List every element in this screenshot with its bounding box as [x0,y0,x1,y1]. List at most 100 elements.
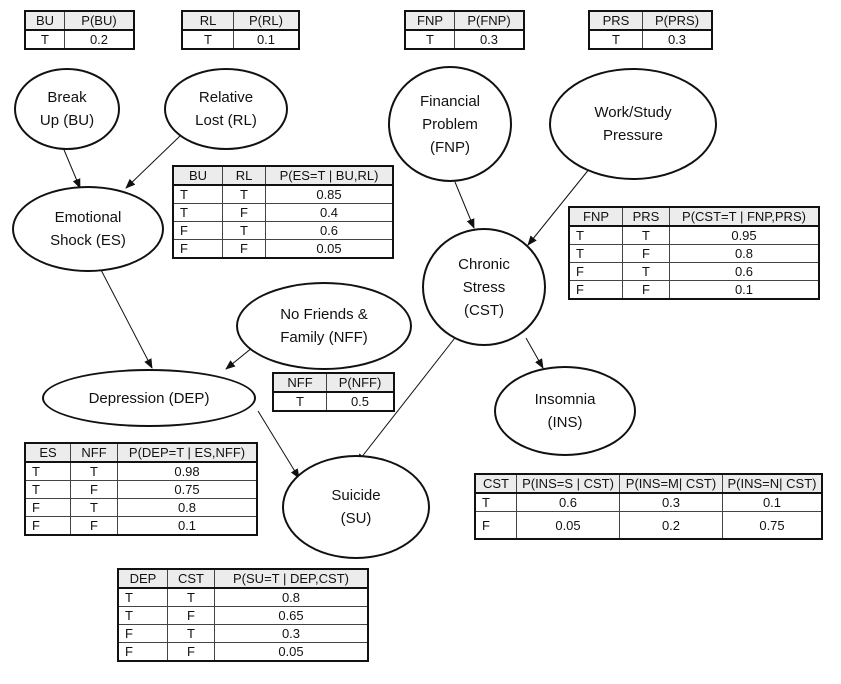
cpt-cell: 0.5 [326,391,395,412]
node-insomnia-label: Insomnia (INS) [534,391,596,431]
node-financial-problem: Financial Problem (FNP) [388,66,512,182]
node-relative-lost: Relative Lost (RL) [164,68,288,150]
cpt-header: P(SU=T | DEP,CST) [214,568,369,589]
cpt-cell: F [167,606,215,625]
cpt-cell: F [172,239,223,259]
node-insomnia: Insomnia (INS) [494,366,636,456]
cpt-cell: T [622,262,670,281]
edge-cst-su [356,333,459,464]
node-no-friends-family-label: No Friends & Family (NFF) [280,306,368,346]
cpt-cell: 0.6 [516,492,620,512]
node-relative-lost-label: Relative Lost (RL) [195,89,257,129]
cpt-cell: T [24,480,71,499]
cpt-cell: 0.05 [516,511,620,540]
cpt-cell: 0.8 [117,498,258,517]
cpt-header: PRS [622,206,670,227]
cpt-cell: F [222,239,266,259]
cpt-cell: T [474,492,517,512]
cpt-cell: 0.6 [265,221,394,240]
cpt-cell: F [622,280,670,300]
cpt-cell: F [24,516,71,536]
node-work-study-pressure-label: Work/Study Pressure [594,104,672,144]
cpt-cell: 0.1 [117,516,258,536]
cpt-header: P(NFF) [326,372,395,393]
cpt-cell: T [172,203,223,222]
edge-dep-su [257,410,300,479]
cpt-cell: 0.3 [454,29,525,50]
node-depression: Depression (DEP) [42,369,256,427]
cpt-cell: 0.8 [669,244,820,263]
cpt-header: DEP [117,568,168,589]
cpt-header: CST [167,568,215,589]
cpt-header: P(RL) [233,10,300,31]
cpt-header: CST [474,473,517,494]
cpt-cell: F [222,203,266,222]
edge-es-dep [99,267,153,369]
cpt-cell: F [622,244,670,263]
cpt-cell: 0.95 [669,225,820,245]
node-break-up-label: Break Up (BU) [39,89,95,129]
cpt-header: P(INS=N| CST) [722,473,823,494]
cpt-cell: F [568,280,623,300]
node-break-up: Break Up (BU) [14,68,120,150]
cpt-cell: 0.1 [722,492,823,512]
cpt-header: P(INS=M| CST) [619,473,723,494]
cpt-cell: 0.3 [619,492,723,512]
cpt-cell: 0.3 [214,624,369,643]
cpt-header: P(PRS) [642,10,713,31]
cpt-cell: F [117,624,168,643]
cpt-cell: T [70,461,118,481]
cpt-header: FNP [404,10,455,31]
cpt-cell: 0.2 [64,29,135,50]
cpt-header: BU [24,10,65,31]
cpt-cell: T [181,29,234,50]
node-suicide: Suicide (SU) [282,455,430,559]
cpt-cell: 0.6 [669,262,820,281]
node-suicide-label: Suicide (SU) [331,487,381,527]
cpt-header: P(INS=S | CST) [516,473,620,494]
cpt-cell: T [117,587,168,607]
cpt-cell: 0.1 [233,29,300,50]
node-chronic-stress: Chronic Stress (CST) [422,228,546,346]
edge-bu-es [61,144,81,189]
node-no-friends-family: No Friends & Family (NFF) [236,282,412,370]
cpt-cell: T [117,606,168,625]
cpt-header: BU [172,165,223,186]
cpt-cell: 0.85 [265,184,394,204]
cpt-header: ES [24,442,71,463]
cpt-cell: T [272,391,327,412]
cpt-cell: F [24,498,71,517]
cpt-header: NFF [70,442,118,463]
node-depression-label: Depression (DEP) [88,389,210,407]
cpt-header: P(ES=T | BU,RL) [265,165,394,186]
cpt-cell: T [24,29,65,50]
cpt-cell: F [172,221,223,240]
node-work-study-pressure: Work/Study Pressure [549,68,717,180]
cpt-cell: 0.8 [214,587,369,607]
edge-prs-cst [527,167,591,246]
cpt-cell: 0.3 [642,29,713,50]
cpt-cell: T [167,587,215,607]
cpt-cell: T [222,184,266,204]
edge-cst-ins [525,337,544,369]
cpt-cell: T [404,29,455,50]
cpt-cell: T [222,221,266,240]
cpt-cell: T [588,29,643,50]
cpt-cell: 0.05 [214,642,369,662]
node-financial-problem-label: Financial Problem (FNP) [419,92,481,156]
cpt-cell: T [622,225,670,245]
cpt-cell: 0.2 [619,511,723,540]
cpt-cell: F [167,642,215,662]
cpt-cell: F [70,516,118,536]
node-chronic-stress-label: Chronic Stress (CST) [458,255,510,319]
cpt-cell: 0.05 [265,239,394,259]
cpt-cell: 0.4 [265,203,394,222]
cpt-cell: F [117,642,168,662]
